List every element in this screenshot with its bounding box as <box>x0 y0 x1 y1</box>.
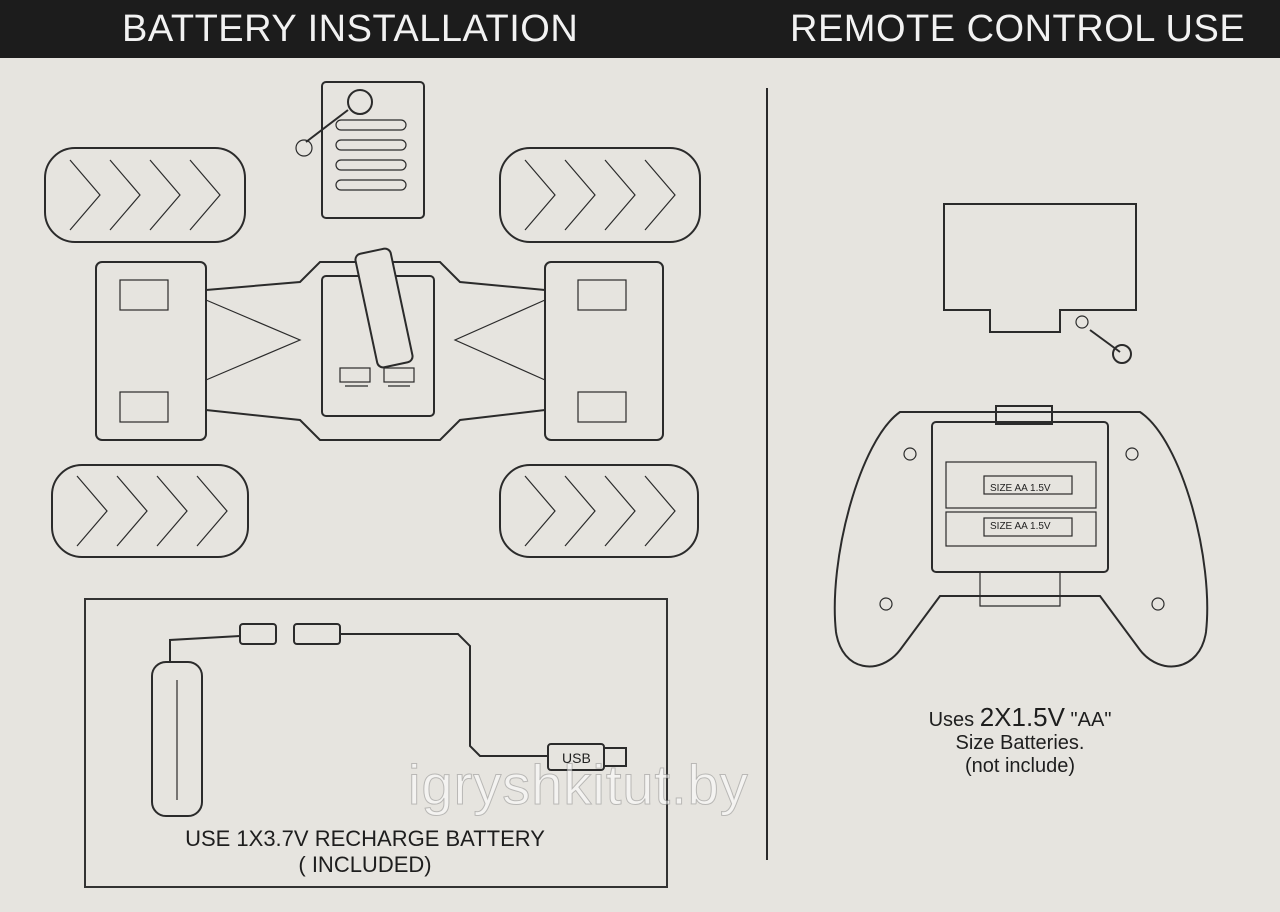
wheel-rear-right-icon <box>499 464 699 558</box>
battery-slot-1-label: SIZE AA 1.5V <box>990 483 1051 494</box>
wheel-front-right-icon <box>499 147 701 243</box>
usb-plug-label: USB <box>562 750 591 766</box>
charger-diagram-frame <box>84 598 668 888</box>
remote-control-use-title: REMOTE CONTROL USE <box>790 8 1246 50</box>
remote-caption-voltage: 2X1.5V <box>979 702 1065 732</box>
remote-caption-line-2: Size Batteries. <box>955 732 1085 754</box>
car-battery-caption: USE 1X3.7V RECHARGE BATTERY ( INCLUDED) <box>150 826 580 878</box>
remote-battery-cover-icon <box>943 203 1137 364</box>
section-divider <box>766 88 768 860</box>
car-battery-cover-icon <box>295 81 425 219</box>
remote-caption-prefix: Uses <box>928 709 980 731</box>
remote-caption-suffix: "AA" <box>1064 709 1112 731</box>
remote-caption-line-1: Uses 2X1.5V "AA" <box>880 704 1160 732</box>
remote-caption-line-3: (not include) <box>964 755 1076 777</box>
header-bar: BATTERY INSTALLATION REMOTE CONTROL USE <box>0 0 1280 58</box>
wheel-rear-left-icon <box>51 464 249 558</box>
remote-controller-icon <box>833 405 1209 668</box>
car-caption-line-2: ( INCLUDED) <box>298 852 432 877</box>
car-battery-pack-icon <box>354 247 414 369</box>
watermark: igryshkitut.by <box>408 753 749 817</box>
wheel-front-left-icon <box>44 147 246 243</box>
battery-and-usb-charger-icon <box>151 623 627 817</box>
battery-installation-title: BATTERY INSTALLATION <box>122 8 579 50</box>
car-caption-line-1: USE 1X3.7V RECHARGE BATTERY <box>185 826 545 851</box>
battery-slot-2-label: SIZE AA 1.5V <box>990 521 1051 532</box>
remote-battery-caption: Uses 2X1.5V "AA" Size Batteries. (not in… <box>880 704 1160 778</box>
